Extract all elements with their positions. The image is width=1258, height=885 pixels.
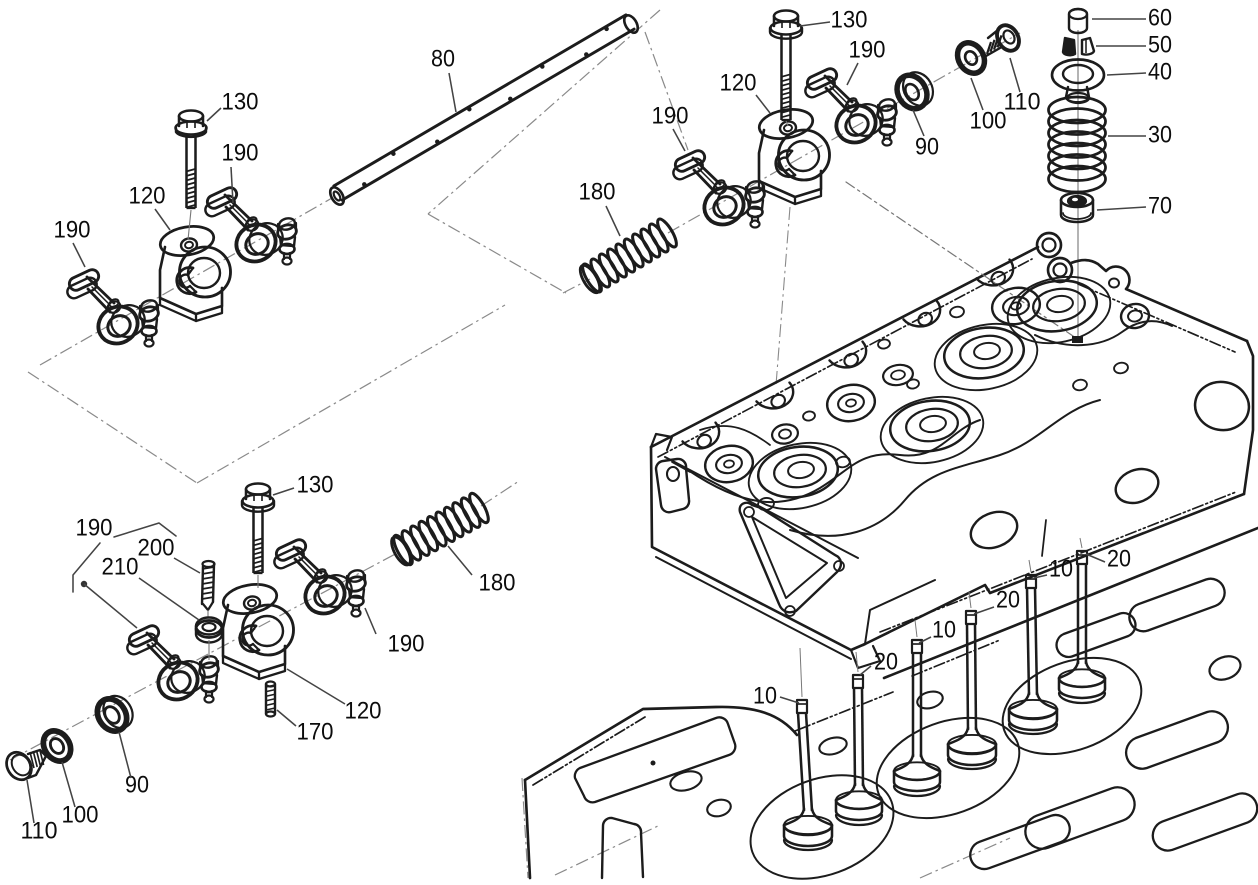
svg-text:70: 70 <box>1148 192 1172 219</box>
svg-text:190: 190 <box>76 514 113 541</box>
svg-text:110: 110 <box>21 817 58 844</box>
svg-text:60: 60 <box>1148 4 1172 31</box>
svg-text:10: 10 <box>932 616 956 643</box>
svg-text:20: 20 <box>1107 545 1131 572</box>
svg-text:180: 180 <box>579 178 616 205</box>
svg-text:190: 190 <box>652 102 689 129</box>
svg-text:40: 40 <box>1148 58 1172 85</box>
svg-text:130: 130 <box>222 88 259 115</box>
svg-text:130: 130 <box>831 6 868 33</box>
svg-text:20: 20 <box>874 648 898 675</box>
svg-text:200: 200 <box>138 534 175 561</box>
svg-text:10: 10 <box>1049 555 1073 582</box>
svg-text:190: 190 <box>222 139 259 166</box>
svg-text:210: 210 <box>102 553 139 580</box>
svg-text:190: 190 <box>388 630 425 657</box>
svg-text:20: 20 <box>996 586 1020 613</box>
svg-text:100: 100 <box>970 107 1007 134</box>
svg-text:170: 170 <box>297 718 334 745</box>
svg-text:100: 100 <box>62 801 99 828</box>
svg-text:130: 130 <box>297 471 334 498</box>
svg-text:30: 30 <box>1148 121 1172 148</box>
svg-text:120: 120 <box>345 697 382 724</box>
svg-text:120: 120 <box>129 182 166 209</box>
svg-text:110: 110 <box>1004 88 1041 115</box>
svg-text:50: 50 <box>1148 31 1172 58</box>
svg-text:120: 120 <box>720 69 757 96</box>
svg-text:80: 80 <box>431 45 455 72</box>
svg-text:90: 90 <box>915 133 939 160</box>
svg-text:180: 180 <box>479 569 516 596</box>
svg-text:190: 190 <box>54 216 91 243</box>
svg-text:190: 190 <box>849 36 886 63</box>
svg-text:10: 10 <box>753 682 777 709</box>
svg-text:90: 90 <box>125 771 149 798</box>
